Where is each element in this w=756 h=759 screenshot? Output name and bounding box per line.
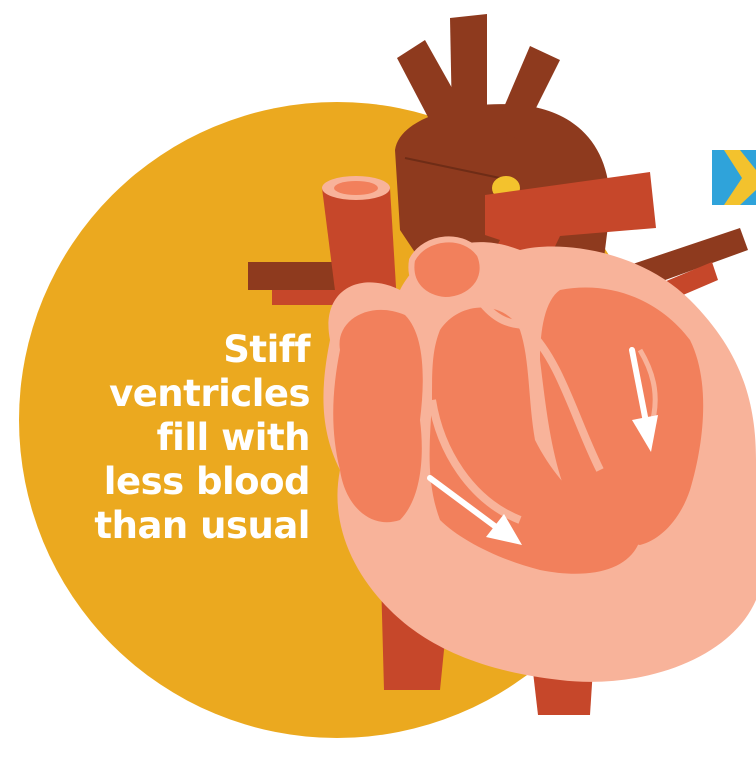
caption-line-5: than usual <box>40 504 310 548</box>
caption-line-1: Stiff <box>40 328 310 372</box>
caption-line-2: ventricles <box>40 372 310 416</box>
caption-line-4: less blood <box>40 460 310 504</box>
caption-line-3: fill with <box>40 416 310 460</box>
caption-text: Stiff ventricles fill with less blood th… <box>40 328 310 548</box>
chevron-right-icon <box>712 150 756 205</box>
